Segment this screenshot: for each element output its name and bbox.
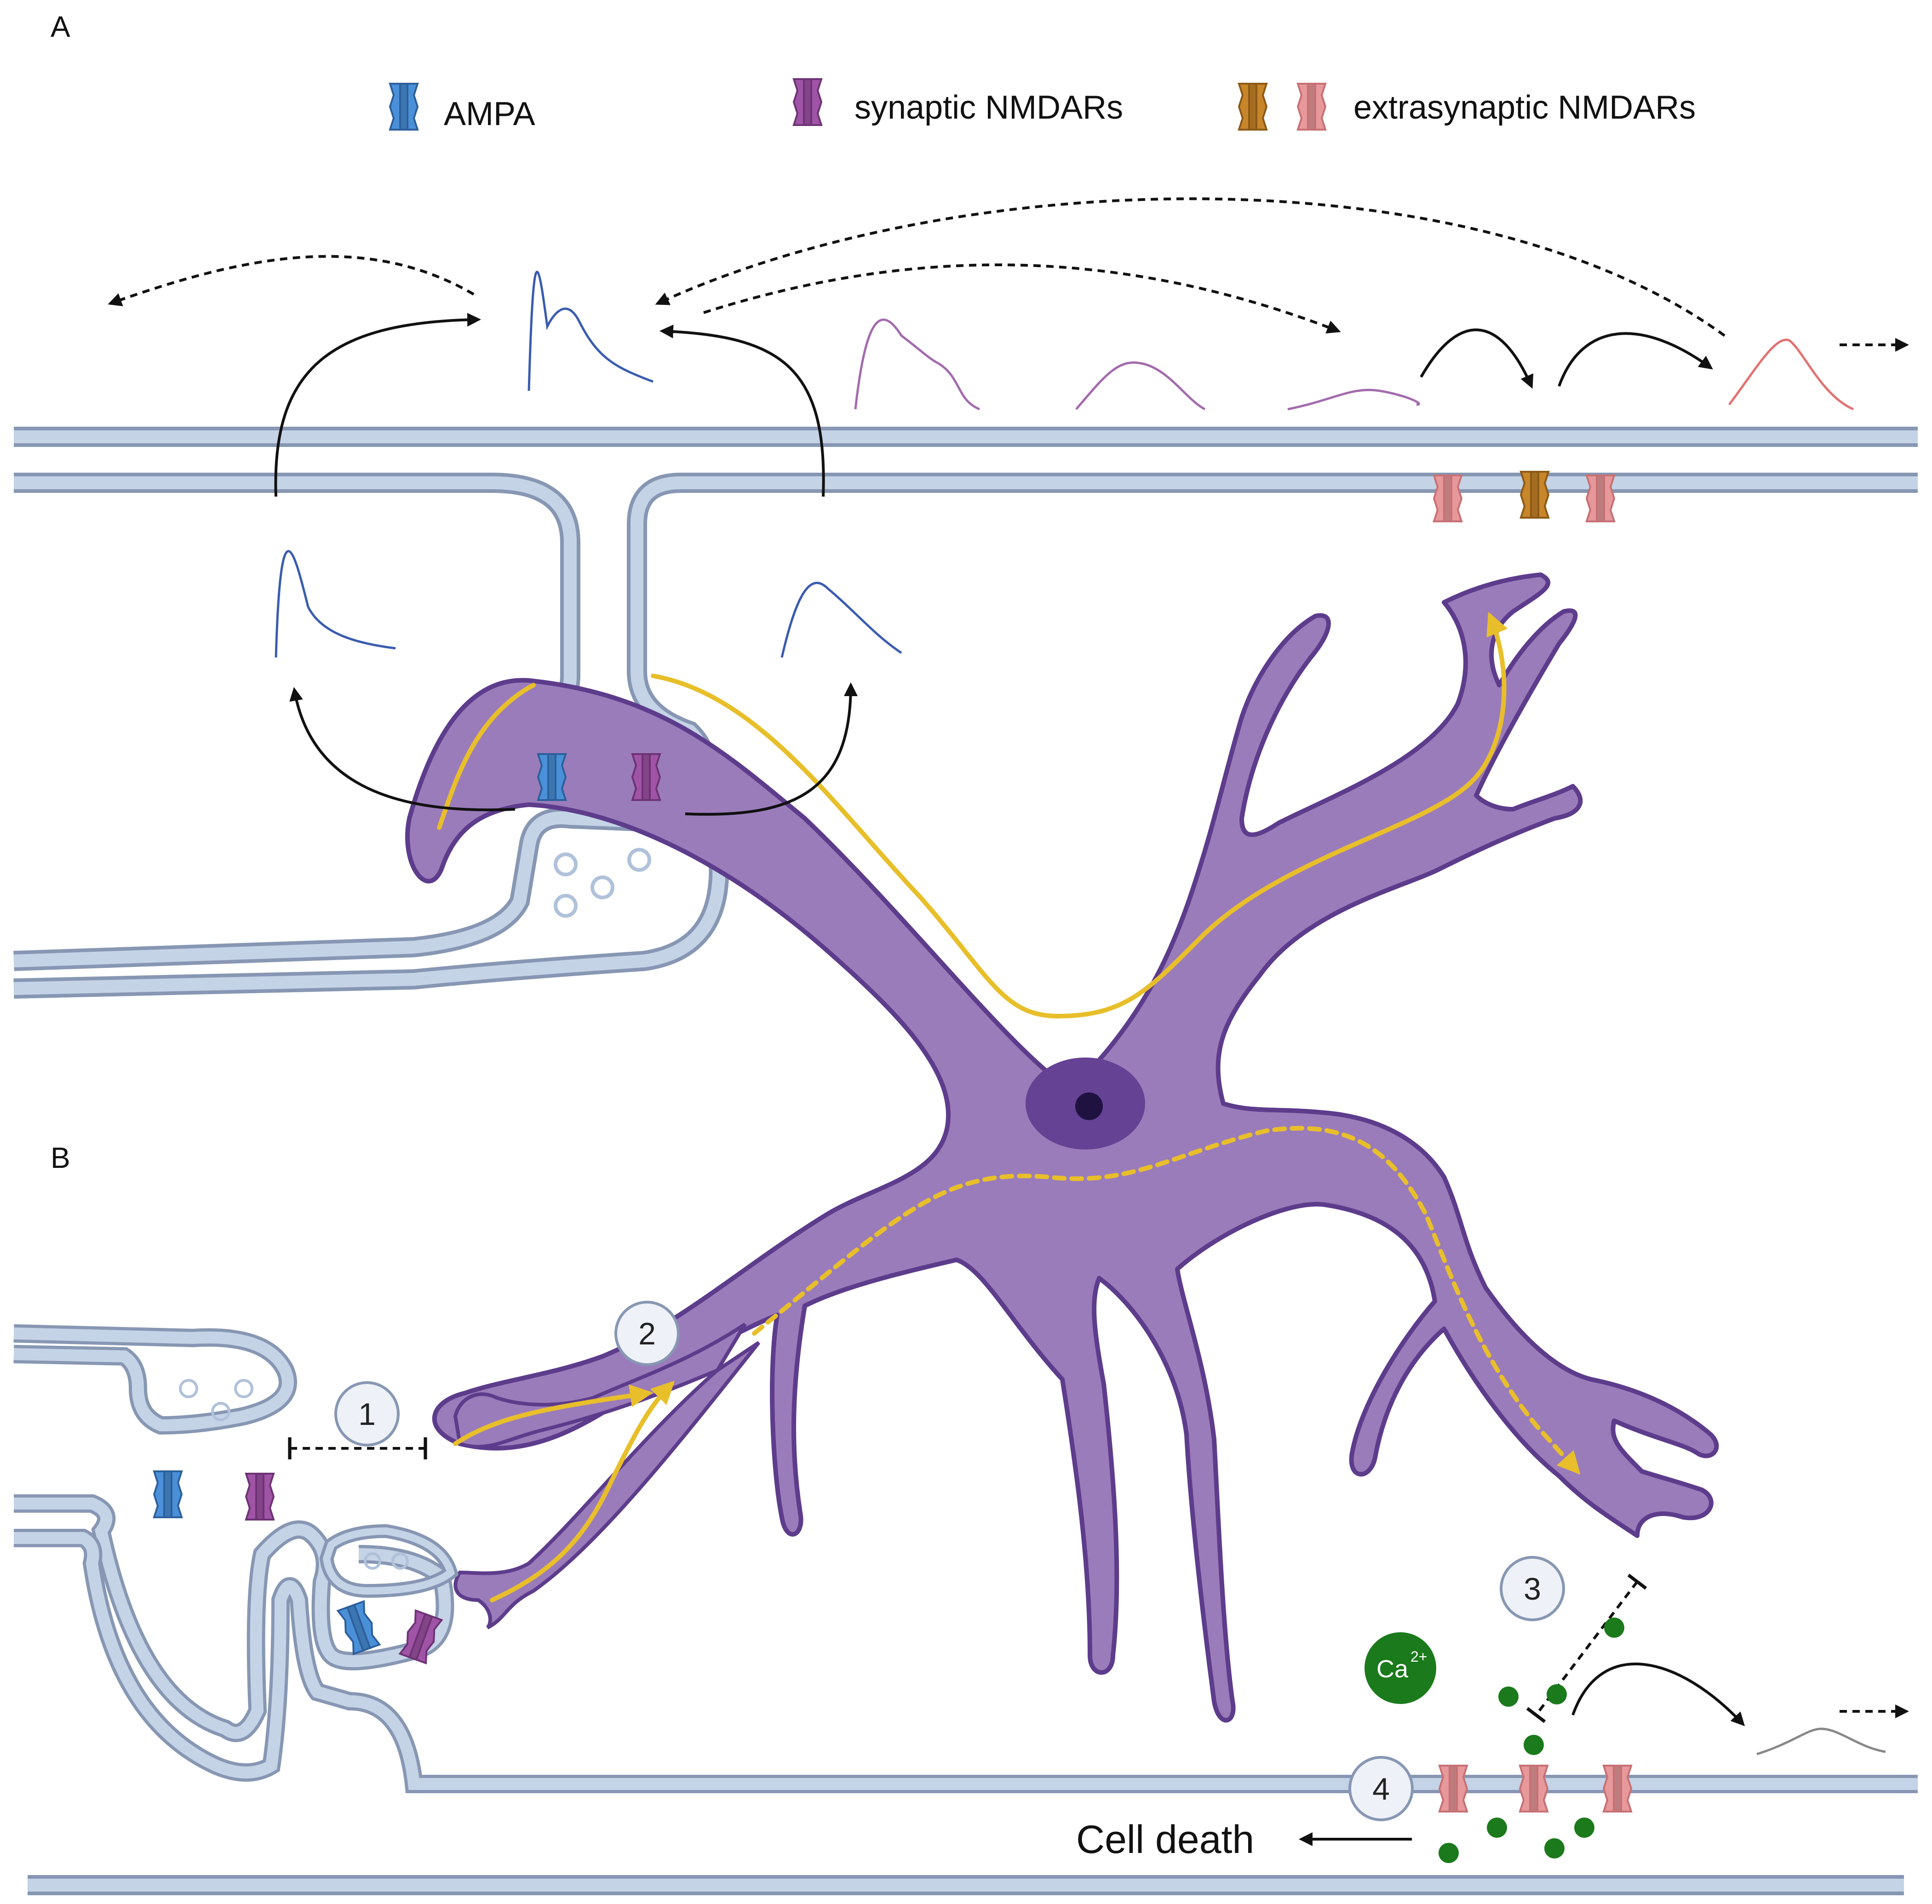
step-badges: 1 2 3 4 [334, 1301, 1565, 1821]
legend: AMPA synaptic NMDARs extrasynaptic NMDAR… [389, 78, 1696, 132]
svg-text:4: 4 [1372, 1772, 1390, 1807]
step-badge-1: 1 [334, 1381, 400, 1447]
extrasynaptic-pink-b2 [1519, 1765, 1548, 1813]
vesicle [590, 875, 614, 899]
step-badge-4: 4 [1348, 1756, 1414, 1821]
inhibition-3 [1526, 1573, 1647, 1723]
panel-a-solid-arrows [274, 313, 1713, 816]
ampa-receptor-b2 [337, 1600, 381, 1655]
combined-epsp-waveform [527, 270, 654, 391]
astro-wave-2 [1075, 361, 1206, 411]
panel-b-arrows [1299, 1662, 1909, 1846]
panel-a-dashed-arrows [108, 197, 1909, 352]
pathway-b-lower [490, 1380, 675, 1602]
nucleolus [1075, 1092, 1103, 1120]
extrasynaptic-pink-a2 [1586, 475, 1615, 522]
legend-extrasynaptic-label: extrasynaptic NMDARs [1353, 89, 1696, 126]
svg-text:3: 3 [1524, 1572, 1541, 1607]
calcium-ions [1439, 1618, 1624, 1863]
inhibition-lines [288, 1437, 1647, 1723]
panel-a-presynaptic-terminal [13, 807, 729, 999]
svg-text:2: 2 [638, 1316, 656, 1351]
extrasynaptic-pink-b3 [1603, 1765, 1632, 1813]
calcium-pathways [437, 612, 1581, 1602]
step-badge-2: 2 [614, 1301, 680, 1366]
vesicle [627, 848, 651, 872]
synaptic-nmdar-a [631, 753, 661, 801]
nmda-current-waveform [780, 582, 902, 658]
calcium-badge: Ca 2+ [1364, 1632, 1436, 1704]
extrasynaptic-gold-legend-icon [1238, 83, 1267, 131]
legend-synaptic-label: synaptic NMDARs [854, 89, 1123, 126]
panel-b-membranes [13, 1324, 1918, 1895]
vesicle [554, 852, 578, 876]
svg-text:1: 1 [358, 1397, 376, 1432]
legend-ampa-label: AMPA [444, 96, 535, 132]
reduced-wave [1756, 1727, 1886, 1755]
cell-death-label: Cell death [1076, 1818, 1254, 1862]
calcium-symbol: Ca [1376, 1655, 1409, 1683]
ampa-receptor-a [537, 753, 567, 801]
extrasynaptic-gold-a [1520, 471, 1549, 519]
pathway-a-main [651, 612, 1508, 1019]
ampa-legend-icon [389, 83, 419, 131]
extrasynaptic-pink-a1 [1433, 475, 1462, 522]
astrocyte-cell [405, 572, 1719, 1723]
panel-b-vesicles [179, 1379, 409, 1570]
panel-a-label: A [51, 10, 70, 43]
astro-wave-1 [854, 318, 980, 411]
step-badge-3: 3 [1500, 1556, 1565, 1621]
panel-a-waveforms [275, 270, 1854, 658]
ampa-current-waveform [275, 550, 396, 658]
astro-wave-3 [1287, 389, 1420, 411]
synaptic-nmdar-b1 [245, 1473, 275, 1521]
synaptic-nmdar-legend-icon [793, 78, 822, 126]
pathway-b-dashed [752, 1126, 1581, 1475]
extrasynaptic-pink-legend-icon [1297, 83, 1326, 131]
calcium-charge: 2+ [1410, 1648, 1427, 1665]
pathway-b-upper [453, 1384, 653, 1446]
extrasynaptic-pink-b1 [1439, 1765, 1468, 1813]
panel-a-top-membrane [14, 427, 1918, 787]
panel-b-label: B [51, 1141, 70, 1174]
ampa-receptor-b1 [153, 1470, 183, 1518]
extrasynaptic-wave [1728, 338, 1854, 411]
vesicle [554, 894, 578, 918]
